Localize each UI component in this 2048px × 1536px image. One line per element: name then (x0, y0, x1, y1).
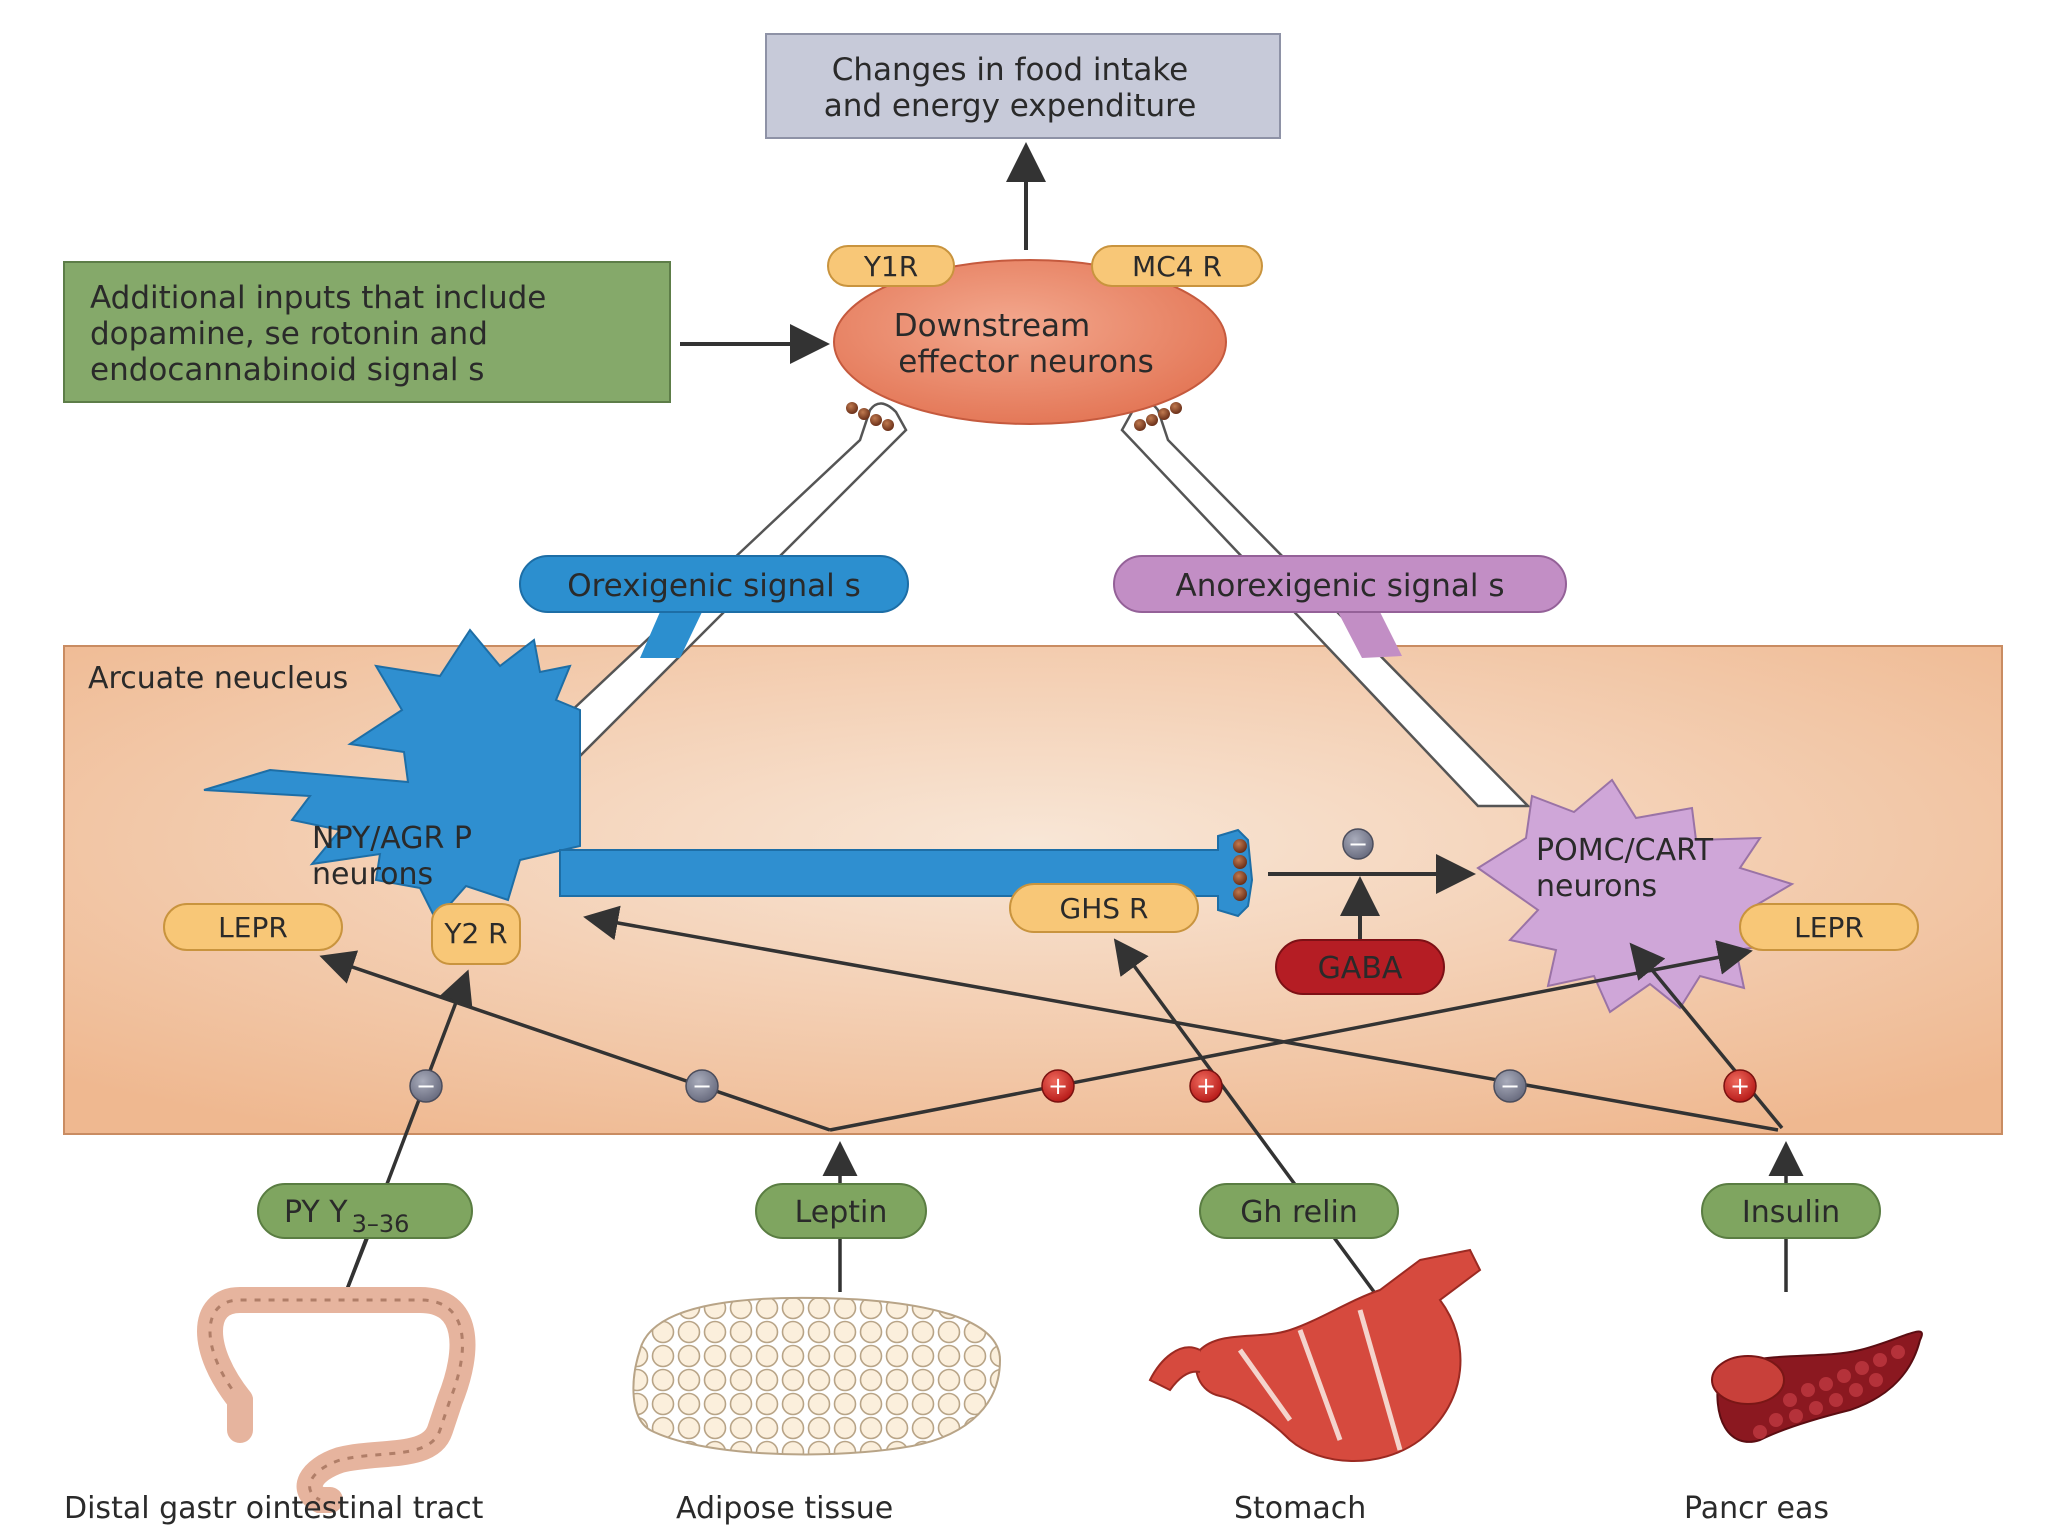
pomc-lepr-label: LEPR (1794, 911, 1864, 944)
y1r-label: Y1R (863, 250, 918, 283)
svg-text:+: + (1730, 1072, 1750, 1100)
orexigenic-signals-pill: Orexigenic signal s (519, 555, 909, 613)
mc4r-receptor: MC4 R (1091, 245, 1263, 287)
effector-line-2: effector neurons (898, 344, 1153, 380)
insulin-label: Insulin (1742, 1195, 1840, 1230)
orexigenic-label: Orexigenic signal s (567, 568, 861, 604)
anorexigenic-signals-pill: Anorexigenic signal s (1113, 555, 1567, 613)
leptin-label: Leptin (795, 1195, 888, 1230)
stomach-illustration (1148, 1248, 1482, 1462)
sign-insulin-pomc-plus: + (1723, 1069, 1757, 1103)
ghrelin-label: Gh relin (1240, 1195, 1358, 1230)
gi-tract-label: Distal gastr ointestinal tract (64, 1491, 484, 1526)
mc4r-label: MC4 R (1132, 250, 1222, 283)
svg-text:+: + (1048, 1072, 1068, 1100)
anorexigenic-label: Anorexigenic signal s (1176, 568, 1505, 604)
npy-line-1: NPY/AGR P (312, 821, 472, 856)
npy-line-2: neurons (312, 857, 433, 892)
stomach-label: Stomach (1234, 1491, 1366, 1526)
ghrelin-pill: Gh relin (1199, 1183, 1399, 1239)
pomc-lepr-receptor: LEPR (1739, 903, 1919, 951)
insulin-pill: Insulin (1701, 1183, 1881, 1239)
svg-text:−: − (692, 1072, 712, 1100)
sign-leptin-npy-minus: − (685, 1069, 719, 1103)
adipose-illustration (632, 1296, 1002, 1456)
gaba-pill: GABA (1275, 939, 1445, 995)
svg-text:−: − (1348, 830, 1368, 858)
ghsr-receptor: GHS R (1009, 883, 1199, 933)
ghsr-label: GHS R (1060, 892, 1149, 925)
svg-text:+: + (1196, 1072, 1216, 1100)
npy-lepr-label: LEPR (218, 911, 288, 944)
gaba-label: GABA (1318, 951, 1403, 986)
additional-inputs-box: Additional inputs that include dopamine,… (63, 261, 671, 403)
pancreas-label: Pancr eas (1684, 1491, 1829, 1526)
pancreas-illustration (1711, 1330, 1923, 1443)
outcome-line-2: and energy expenditure (824, 88, 1197, 124)
downstream-effector-neurons: Downstream effector neurons (833, 259, 1227, 425)
svg-text:−: − (1500, 1072, 1520, 1100)
svg-text:−: − (416, 1072, 436, 1100)
gaba-sign-minus: − (1342, 828, 1374, 860)
hormone-pathways (319, 905, 1804, 1302)
y2r-label: Y2 R (443, 917, 507, 950)
y2r-receptor: Y2 R (431, 903, 521, 965)
intestine-illustration (197, 1287, 476, 1513)
leptin-pill: Leptin (755, 1183, 927, 1239)
adipose-label: Adipose tissue (676, 1491, 893, 1526)
y1r-receptor: Y1R (827, 245, 955, 287)
sign-leptin-pomc-plus: + (1041, 1069, 1075, 1103)
sign-insulin-npy-minus: − (1493, 1069, 1527, 1103)
sign-ghrelin-plus: + (1189, 1069, 1223, 1103)
inputs-line-2: dopamine, se rotonin and (90, 316, 488, 352)
inputs-line-3: endocannabinoid signal s (90, 352, 484, 388)
sign-pyy-minus: − (409, 1069, 443, 1103)
outcome-box: Changes in food intake and energy expend… (765, 33, 1281, 139)
npy-lepr-receptor: LEPR (163, 903, 343, 951)
pomc-line-1: POMC/CART (1536, 833, 1714, 868)
pomc-line-2: neurons (1536, 869, 1657, 904)
region-label: Arcuate neucleus (88, 661, 348, 696)
effector-line-1: Downstream (894, 308, 1090, 344)
outcome-line-1: Changes in food intake (832, 52, 1189, 88)
inputs-line-1: Additional inputs that include (90, 280, 546, 316)
